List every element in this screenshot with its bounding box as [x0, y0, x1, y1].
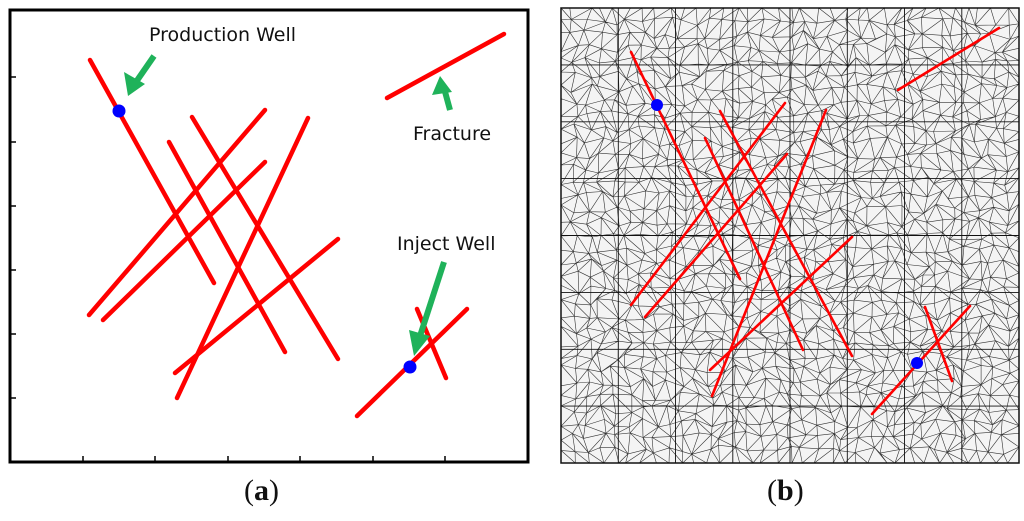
panel-a-fractures: [86, 31, 507, 419]
mesh-fracture-line: [923, 305, 954, 383]
mesh-grid: [561, 8, 1019, 463]
caption-a-open: (: [244, 474, 254, 507]
inject-well-label: Inject Well: [397, 233, 495, 255]
fracture-label: Fracture: [413, 123, 491, 145]
caption-b: (b): [767, 474, 804, 508]
mesh-fracture-line: [708, 235, 854, 372]
fracture-line: [166, 139, 288, 355]
mesh-grid-lines: [561, 8, 1019, 463]
fracture-line: [384, 31, 507, 101]
panel-a: Production Well Fracture Inject Well: [8, 8, 530, 464]
production-well-marker: [112, 104, 126, 118]
mesh-fracture-line: [629, 50, 742, 281]
fracture-line: [86, 107, 268, 318]
caption-a-letter: a: [254, 474, 269, 507]
panel-b: [560, 7, 1020, 464]
fracture-line: [172, 236, 341, 376]
fracture-line: [414, 306, 449, 381]
caption-b-letter: b: [777, 474, 794, 507]
caption-a: (a): [244, 474, 279, 508]
mesh-fracture-line: [643, 152, 789, 319]
panel-b-frame: [560, 7, 1020, 464]
production-well-arrow: [133, 54, 157, 84]
inject-well-arrowhead: [409, 330, 430, 356]
panel-b-fractures: [629, 26, 1001, 416]
fracture-line: [189, 114, 341, 362]
callout-arrows: [124, 54, 453, 356]
mesh-fracture-line: [718, 109, 854, 358]
mesh-fracture-line: [896, 26, 1001, 92]
caption-b-open: (: [767, 474, 777, 507]
caption-a-close: ): [269, 474, 279, 507]
inject-well-marker: [403, 360, 417, 374]
mesh-fracture-line: [710, 108, 828, 398]
mesh-fracture-line: [703, 136, 805, 352]
fracture-arrowhead: [432, 76, 452, 95]
caption-b-close: ): [793, 474, 804, 507]
inject-well-arrow: [417, 261, 447, 337]
fracture-line: [87, 57, 217, 286]
panel-a-ticks: [10, 76, 446, 462]
production-well-arrowhead: [124, 72, 145, 96]
mesh-production-well-marker: [651, 99, 663, 111]
production-well-label: Production Well: [149, 24, 296, 46]
mesh-fracture-line: [629, 101, 787, 307]
mesh-inject-well-marker: [911, 357, 923, 369]
fracture-line: [100, 159, 268, 323]
